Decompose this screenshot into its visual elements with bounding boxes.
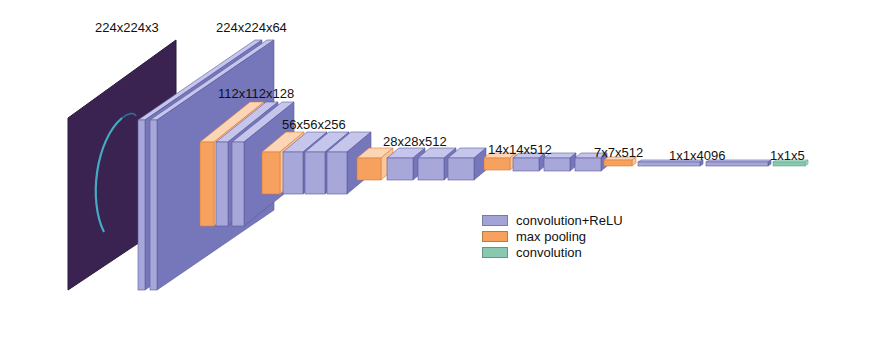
ring-arc [122, 114, 136, 118]
block-front [216, 142, 228, 226]
legend-swatch [482, 247, 508, 258]
legend-row: convolution [482, 245, 582, 260]
ring-arc [96, 118, 122, 232]
legend-row: max pooling [482, 229, 586, 244]
block-front [357, 158, 381, 180]
legend-text: max pooling [516, 229, 586, 244]
dimension-label: 224x224x64 [216, 20, 287, 35]
block-front [387, 158, 413, 180]
block-front [484, 158, 510, 170]
block-front [544, 158, 570, 171]
block-front [327, 152, 347, 194]
dimension-label: 112x112x128 [218, 86, 294, 101]
legend-text: convolution [516, 245, 582, 260]
block-front [604, 160, 632, 166]
block-front [513, 158, 539, 171]
dimension-label: 56x56x256 [282, 117, 346, 132]
dimension-label: 28x28x512 [383, 134, 447, 149]
legend-row: convolution+ReLU [482, 213, 623, 228]
block-front [138, 120, 145, 290]
block-front [283, 152, 303, 194]
dimension-label: 7x7x512 [594, 145, 643, 160]
dimension-label: 224x224x3 [95, 20, 159, 35]
block-front [262, 152, 280, 194]
block-front [150, 120, 157, 290]
layer-block [448, 148, 486, 180]
dimension-label: 14x14x512 [488, 142, 552, 157]
dimension-label: 1x1x4096 [669, 148, 725, 163]
block-front [305, 152, 325, 194]
block-side [805, 160, 808, 166]
dimension-label: 1x1x5 [770, 148, 805, 163]
legend-swatch [482, 215, 508, 226]
legend-swatch [482, 231, 508, 242]
block-front [448, 158, 474, 180]
block-front [232, 142, 244, 226]
block-front [418, 158, 444, 180]
block-front [200, 142, 214, 226]
legend-text: convolution+ReLU [516, 213, 623, 228]
